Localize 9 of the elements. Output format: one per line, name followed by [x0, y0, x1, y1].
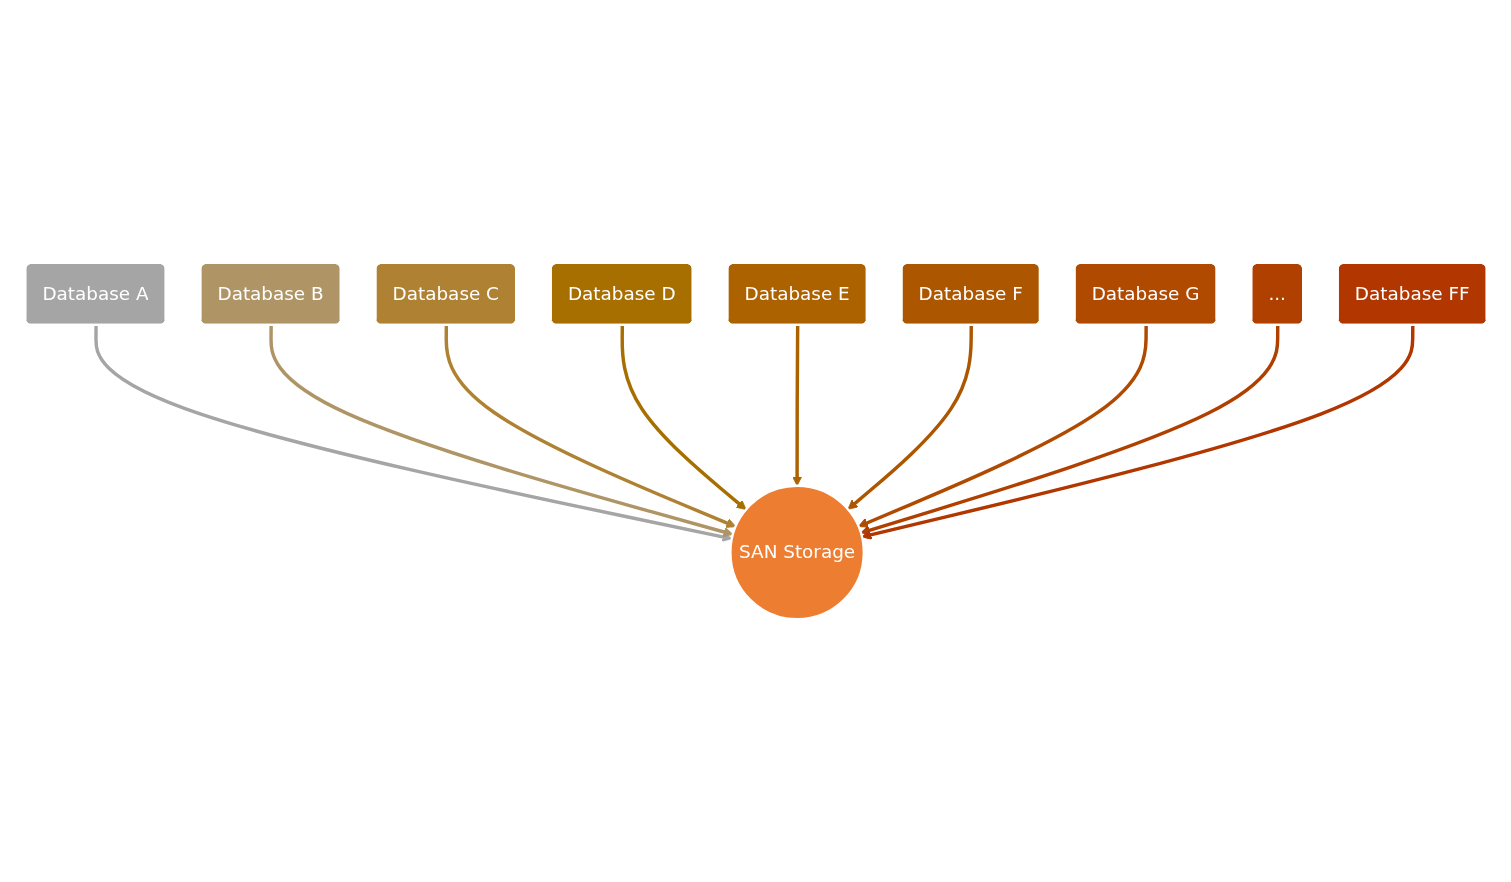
arrow: [268, 325, 733, 537]
arrow: [857, 325, 1148, 528]
arrow: [620, 325, 746, 511]
arrow: [847, 325, 973, 510]
arrow: [859, 325, 1279, 536]
arrow: [444, 325, 736, 528]
arrow: [861, 325, 1415, 540]
node-circle: SAN Storage: [728, 484, 865, 621]
arrow: [93, 325, 732, 542]
